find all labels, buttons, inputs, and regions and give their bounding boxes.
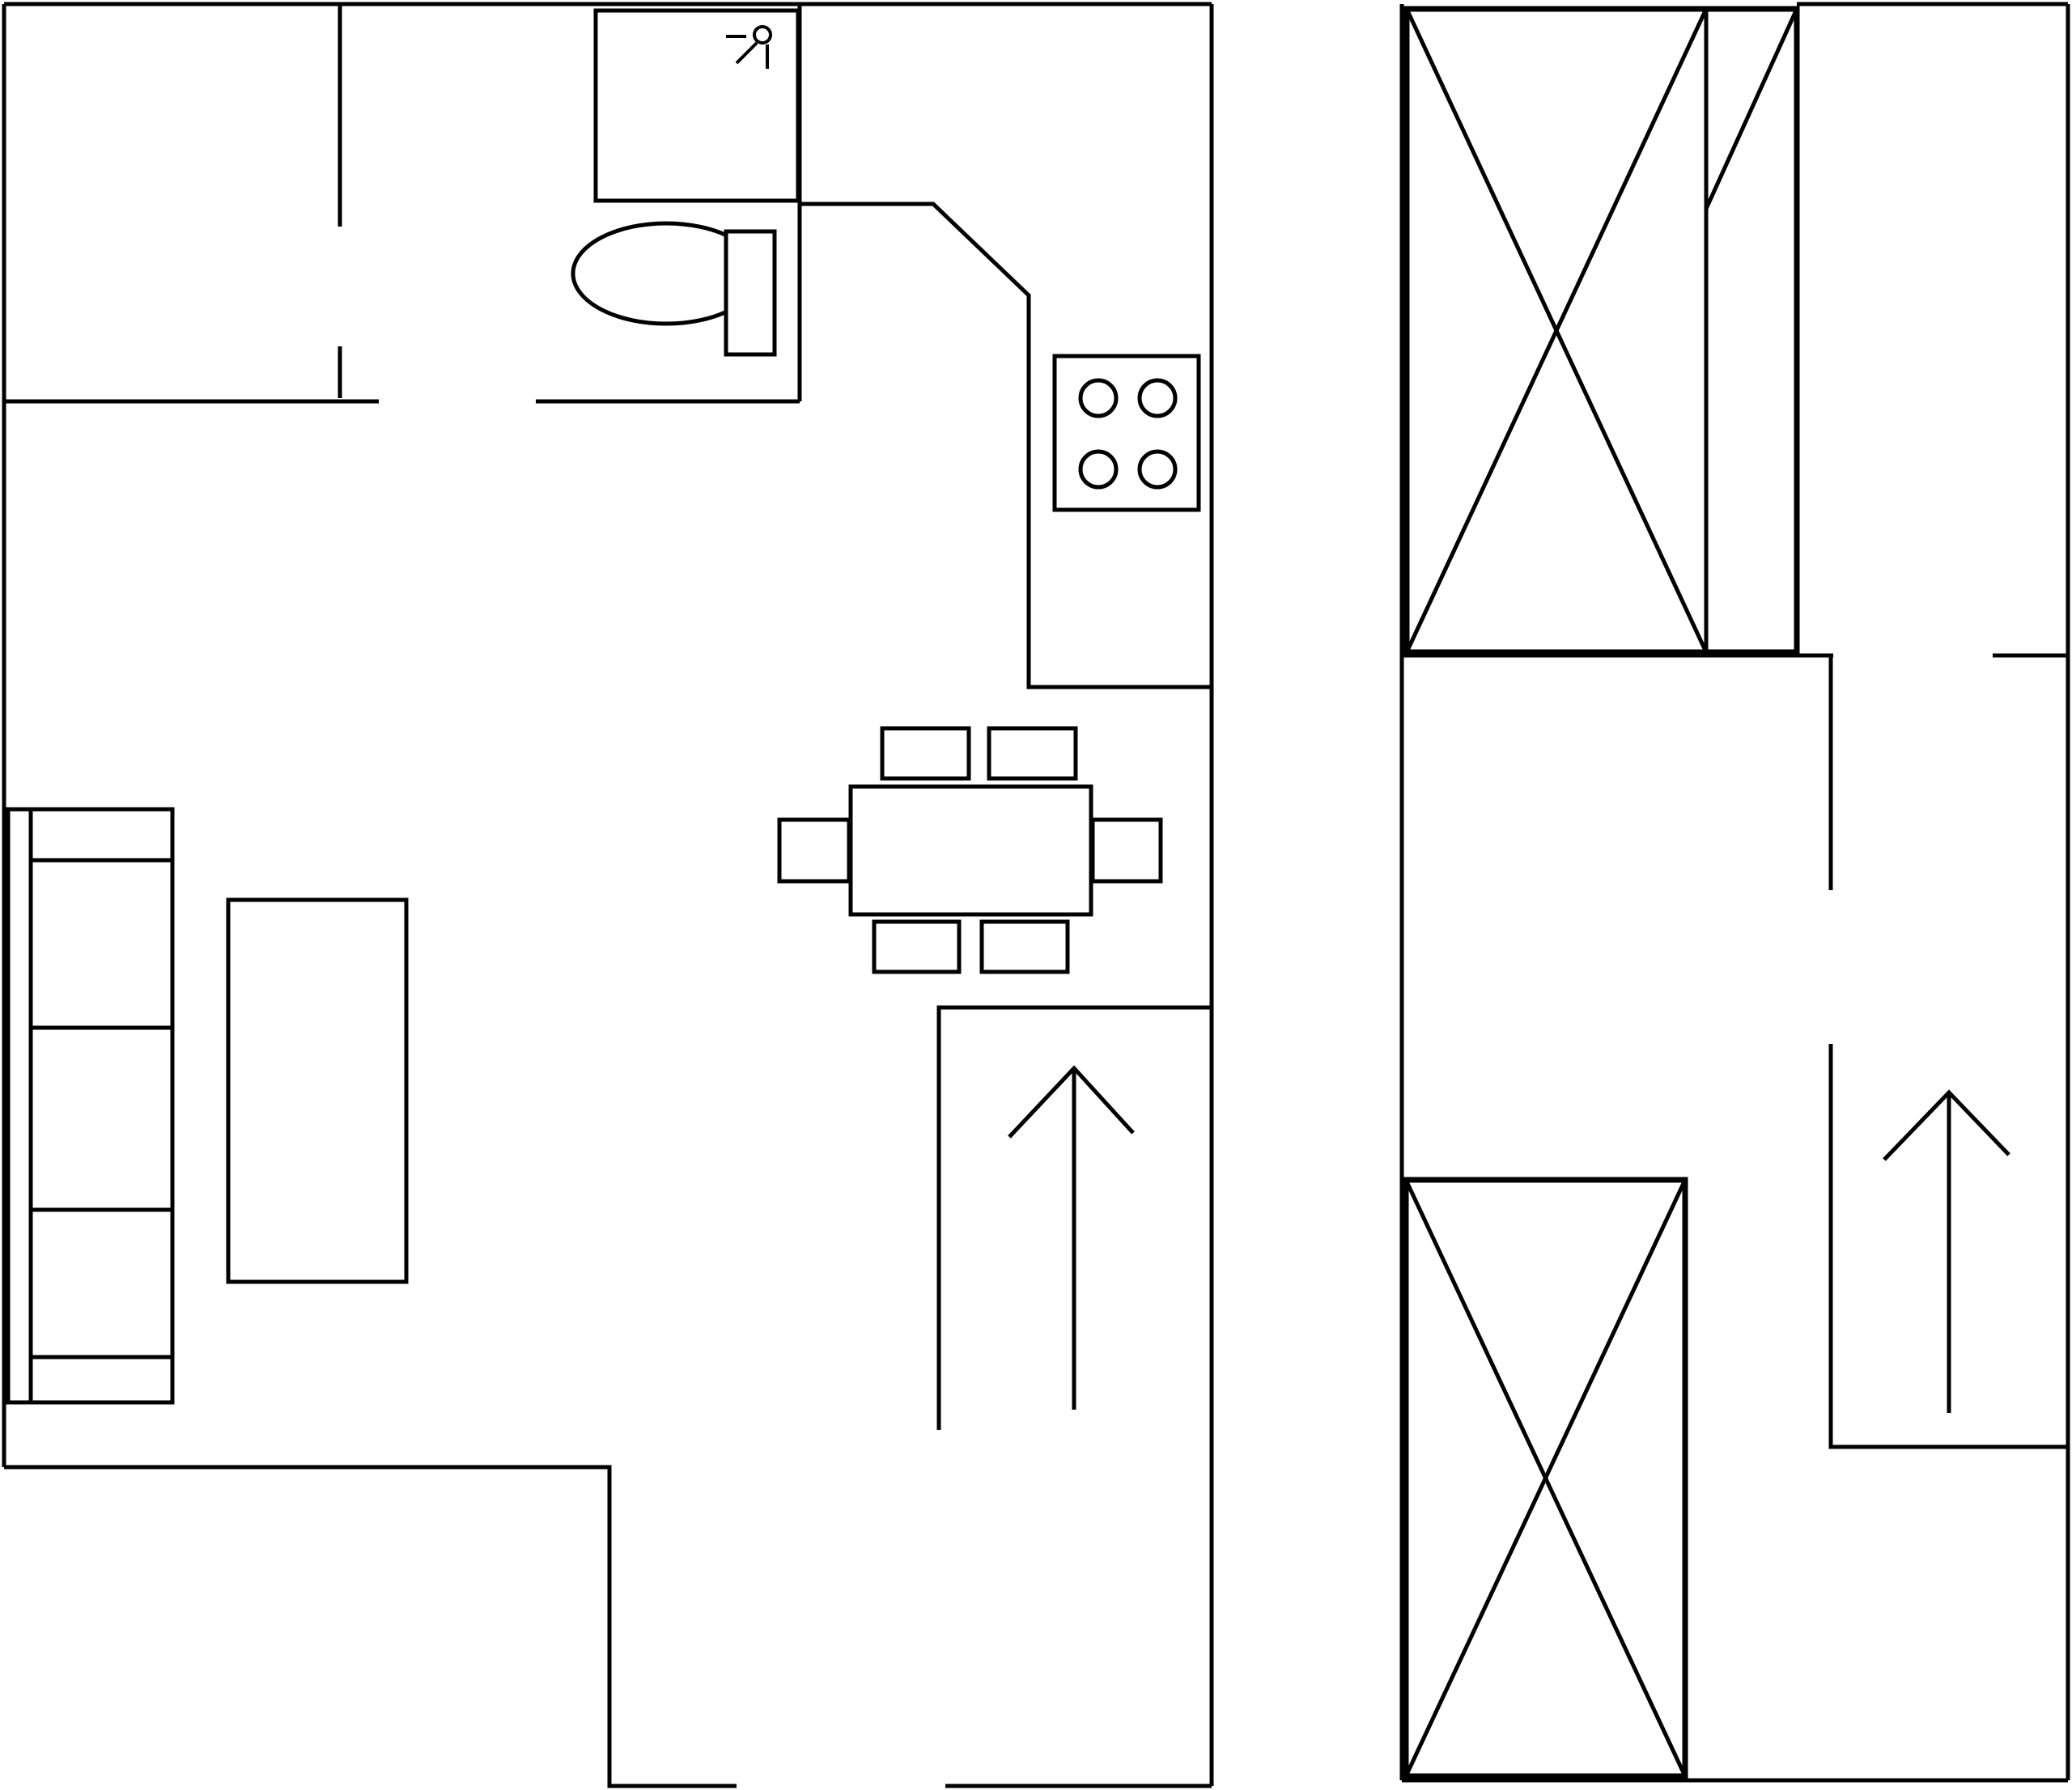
chair [987, 726, 1078, 781]
interior-walls [4, 4, 1212, 1430]
ground-floor-plan [2, 2, 1214, 1788]
chair [880, 726, 971, 781]
coffee-table [226, 897, 409, 1284]
shower [593, 8, 800, 203]
chair [979, 919, 1070, 974]
dining-set [777, 726, 1163, 974]
staircase-arrow-ground [1008, 1065, 1135, 1410]
exterior-walls-upper [1399, 2, 2070, 1783]
bottom-void-opening [1403, 1177, 1688, 1779]
toilet [571, 221, 777, 357]
cooktop [1052, 354, 1201, 512]
upper-floor-plan [1399, 2, 2070, 1783]
dining-table [848, 784, 1093, 917]
chair [1090, 817, 1163, 884]
chair [777, 817, 851, 884]
staircase-arrow-upper [1883, 1089, 2010, 1413]
sofa [6, 807, 175, 1405]
chair [872, 919, 962, 974]
top-void-opening [1403, 6, 1800, 655]
interior-walls-upper [1402, 653, 2068, 1449]
exterior-walls [2, 2, 1214, 1788]
